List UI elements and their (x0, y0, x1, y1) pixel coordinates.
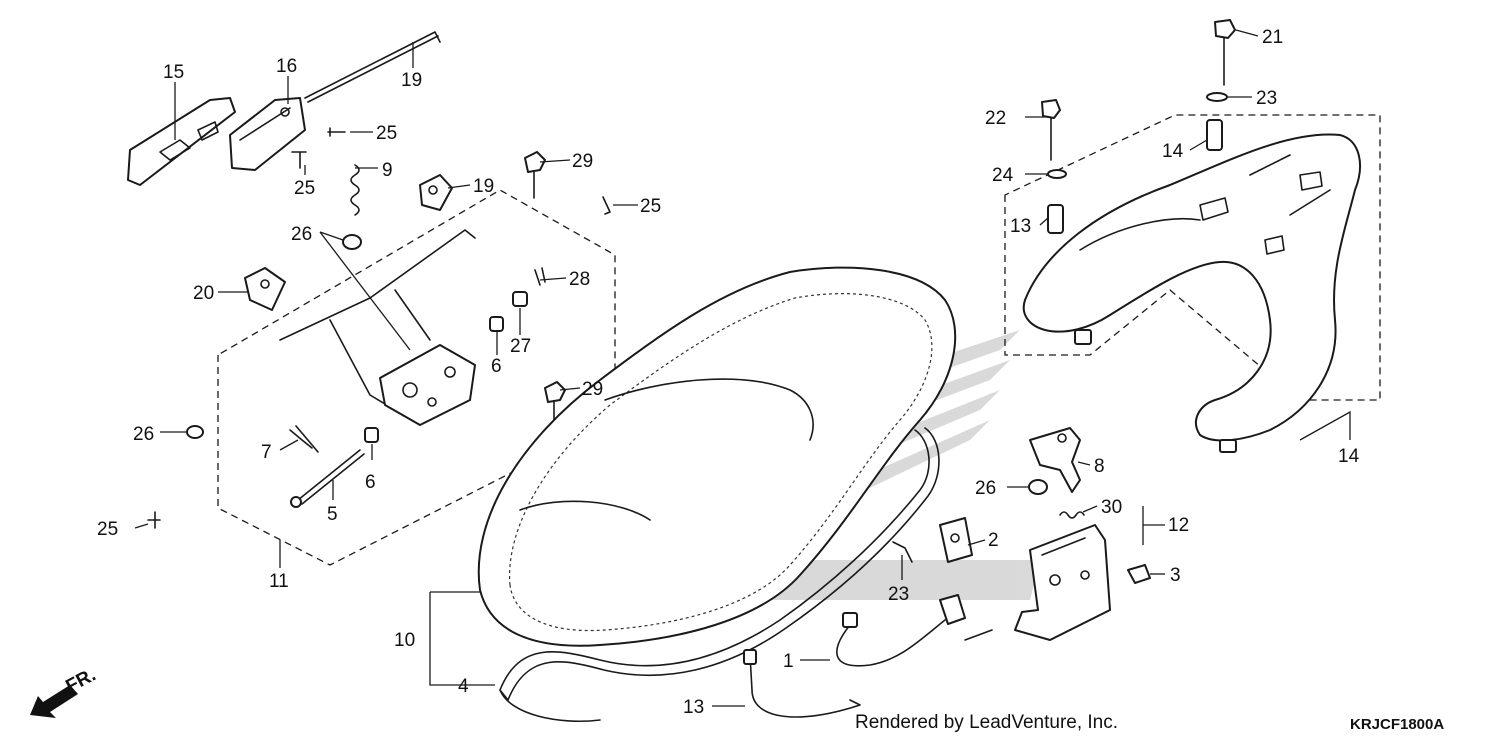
callout-9: 8 (1094, 456, 1105, 477)
callout-25: 25 (294, 178, 315, 199)
callout-2: 2 (988, 530, 999, 551)
callout-5: 5 (327, 504, 338, 525)
callout-27: 27 (510, 336, 531, 357)
callout-8: 10 (394, 630, 415, 651)
callout-4: 4 (458, 676, 469, 697)
callout-12: 12 (1168, 515, 1189, 536)
part-11-seat-lock-bracket (279, 229, 476, 426)
callout-23: 24 (992, 165, 1014, 186)
part-10-spring (350, 164, 360, 216)
diagram-code: KRJCF1800A (1350, 716, 1445, 733)
callout-15: 14 (1162, 141, 1184, 162)
part-27-collar (512, 291, 528, 307)
part-29-bolt (524, 151, 566, 426)
part-17-seat-lock-cover (127, 97, 236, 186)
callout-19: 20 (193, 283, 214, 304)
callout-16: 13 (1010, 216, 1031, 237)
part-21-bolt (1214, 19, 1236, 86)
callout-11: 11 (269, 571, 289, 592)
callout-6: 6 (491, 356, 502, 377)
part-12-seat-lock (1014, 524, 1111, 641)
part-6-collar (364, 316, 504, 443)
callout-25: 25 (376, 123, 397, 144)
part-2-switch (939, 517, 973, 563)
part-25-screw (147, 127, 611, 529)
callout-19: 19 (473, 176, 494, 197)
callout-7: 7 (261, 442, 272, 463)
part-19-cap (244, 174, 453, 311)
part-7-clamp (289, 425, 319, 453)
part-15-collar (1206, 119, 1223, 151)
front-arrow-icon (30, 685, 78, 718)
part-18-bracket (229, 97, 306, 171)
callout-1: 1 (783, 651, 794, 672)
part-5-bolt (290, 449, 365, 508)
callout-28: 28 (569, 269, 590, 290)
part-22-bolt (1041, 99, 1061, 161)
part-9-bracket (1029, 427, 1081, 493)
callout-6: 6 (365, 472, 376, 493)
callout-20: 19 (401, 70, 422, 91)
callout-23: 23 (1256, 88, 1277, 109)
callout-22: 22 (985, 108, 1006, 129)
part-3-clip (1127, 564, 1151, 584)
callout-21: 21 (1262, 27, 1283, 48)
part-13-cable (743, 649, 861, 718)
callout-24: 23 (888, 584, 909, 605)
footer-credit: Rendered by LeadVenture, Inc. (855, 712, 1119, 733)
callout-25: 25 (97, 519, 118, 540)
callout-17: 15 (163, 62, 184, 83)
part-14-grab-rail (1022, 133, 1361, 453)
callout-26: 26 (133, 424, 154, 445)
callout-26: 26 (975, 478, 996, 499)
callout-30: 30 (1101, 497, 1122, 518)
callout-3: 3 (1170, 565, 1181, 586)
part-20-rod (304, 31, 441, 103)
leader-lines (134, 29, 1351, 707)
part-16-collar (1047, 204, 1064, 234)
part-28-pin (534, 267, 546, 286)
callout-10: 9 (382, 160, 393, 181)
callout-25: 25 (640, 196, 661, 217)
part-23-washer (1047, 92, 1228, 179)
part-1-cable (836, 594, 993, 667)
callout-labels: 15 16 19 25 25 9 19 29 25 26 28 20 27 6 … (97, 27, 1360, 718)
callout-26: 26 (291, 224, 312, 245)
part-4-seat-gasket (499, 427, 940, 723)
callout-29: 29 (582, 379, 603, 400)
callout-13: 13 (683, 697, 704, 718)
part-30-spring (1059, 511, 1085, 519)
part-24-screw (892, 541, 913, 563)
part-8-seat (477, 266, 957, 647)
callout-29: 29 (572, 151, 593, 172)
callout-18: 16 (276, 56, 297, 77)
callout-14: 14 (1338, 446, 1360, 467)
